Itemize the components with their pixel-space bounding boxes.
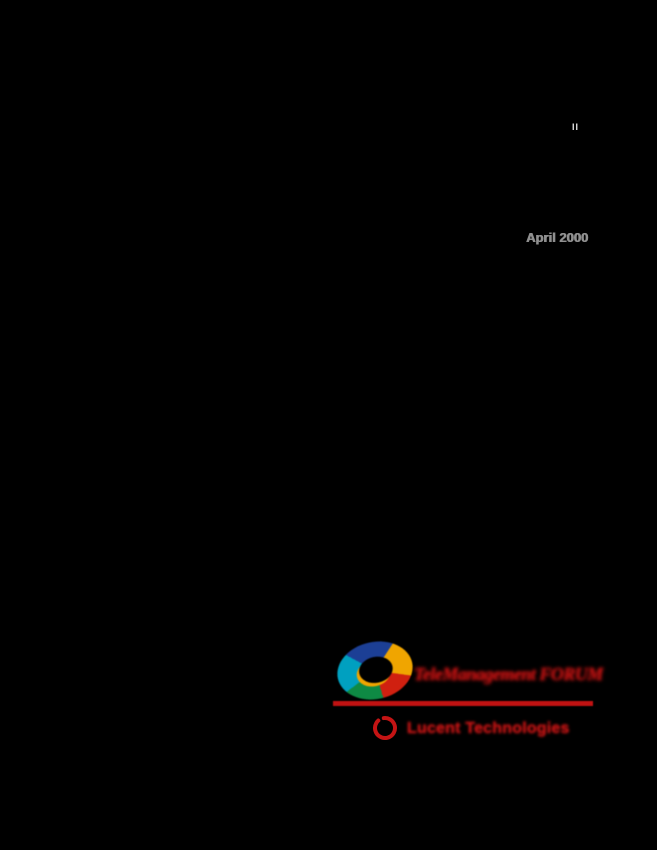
divider-rule — [333, 701, 593, 706]
org-wordmark: TeleManagement FORUM — [414, 663, 603, 684]
partner-wordmark: Lucent Technologies — [407, 720, 570, 737]
ring-logo-icon — [371, 714, 399, 742]
swirl-logo-hole — [356, 653, 396, 687]
corner-mark: II — [572, 122, 580, 132]
date-label: April 2000 — [525, 230, 588, 245]
org-swirl-logo-icon — [331, 634, 419, 707]
